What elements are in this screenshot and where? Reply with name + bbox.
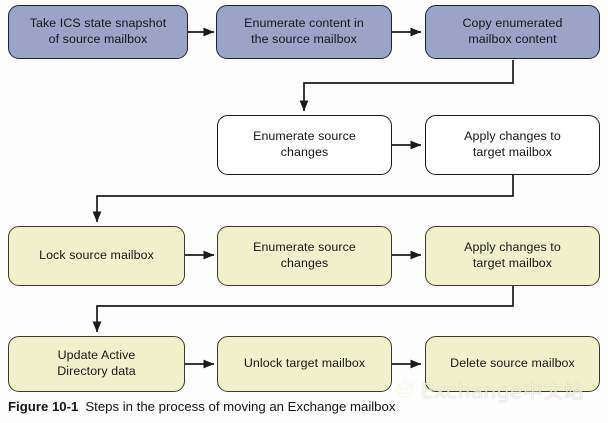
node-label: Apply changes to target mailbox: [464, 240, 561, 270]
node-label: Take ICS state snapshot of source mailbo…: [29, 16, 167, 46]
node-label: Copy enumerated mailbox content: [462, 16, 563, 46]
arrow-copy-to-enumerate-changes: [299, 60, 514, 112]
node-copy-enumerated-mailbox-content[interactable]: Copy enumerated mailbox content: [425, 5, 600, 59]
node-apply-changes-target-mailbox-2[interactable]: Apply changes to target mailbox: [425, 226, 600, 286]
node-label: Enumerate content in the source mailbox: [244, 16, 364, 46]
node-unlock-target-mailbox[interactable]: Unlock target mailbox: [217, 336, 392, 392]
node-update-active-directory-data[interactable]: Update Active Directory data: [8, 336, 185, 392]
arrow-apply-2-to-update-ad: [92, 286, 514, 333]
node-label: Update Active Directory data: [57, 348, 136, 378]
node-label: Delete source mailbox: [450, 356, 575, 371]
arrow-apply-1-to-lock-source: [92, 175, 514, 223]
node-enumerate-content-source-mailbox[interactable]: Enumerate content in the source mailbox: [216, 5, 392, 59]
node-label: Enumerate source changes: [253, 240, 356, 270]
node-take-ics-state-snapshot[interactable]: Take ICS state snapshot of source mailbo…: [8, 5, 188, 59]
figure-caption: Figure 10-1 Steps in the process of movin…: [8, 399, 395, 414]
smiley-sun-logo: [393, 378, 415, 398]
node-apply-changes-target-mailbox-1[interactable]: Apply changes to target mailbox: [425, 115, 600, 175]
node-label: Apply changes to target mailbox: [464, 129, 561, 159]
node-label: Enumerate source changes: [253, 129, 356, 159]
caption-number: Figure 10-1: [8, 399, 79, 414]
node-enumerate-source-changes-2[interactable]: Enumerate source changes: [217, 226, 392, 286]
caption-text: Steps in the process of moving an Exchan…: [85, 399, 396, 414]
node-label: Unlock target mailbox: [243, 356, 366, 371]
node-label: Lock source mailbox: [39, 248, 154, 263]
node-delete-source-mailbox[interactable]: Delete source mailbox: [425, 336, 600, 392]
node-lock-source-mailbox[interactable]: Lock source mailbox: [8, 226, 185, 286]
node-enumerate-source-changes-1[interactable]: Enumerate source changes: [217, 115, 392, 175]
